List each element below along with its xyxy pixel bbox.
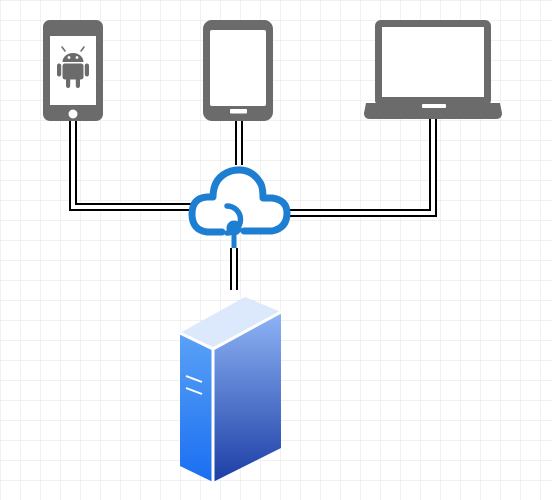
edge-android-to-cloud <box>69 118 196 211</box>
android-robot-icon <box>57 46 89 88</box>
smartphone-icon[interactable] <box>203 20 273 121</box>
cloud-service-icon[interactable] <box>188 166 291 248</box>
server-tower-icon[interactable] <box>179 297 282 482</box>
connectors <box>69 118 437 290</box>
android-phone-icon[interactable] <box>43 20 103 121</box>
edge-laptop-to-cloud <box>286 118 437 217</box>
laptop-icon[interactable] <box>364 20 502 119</box>
